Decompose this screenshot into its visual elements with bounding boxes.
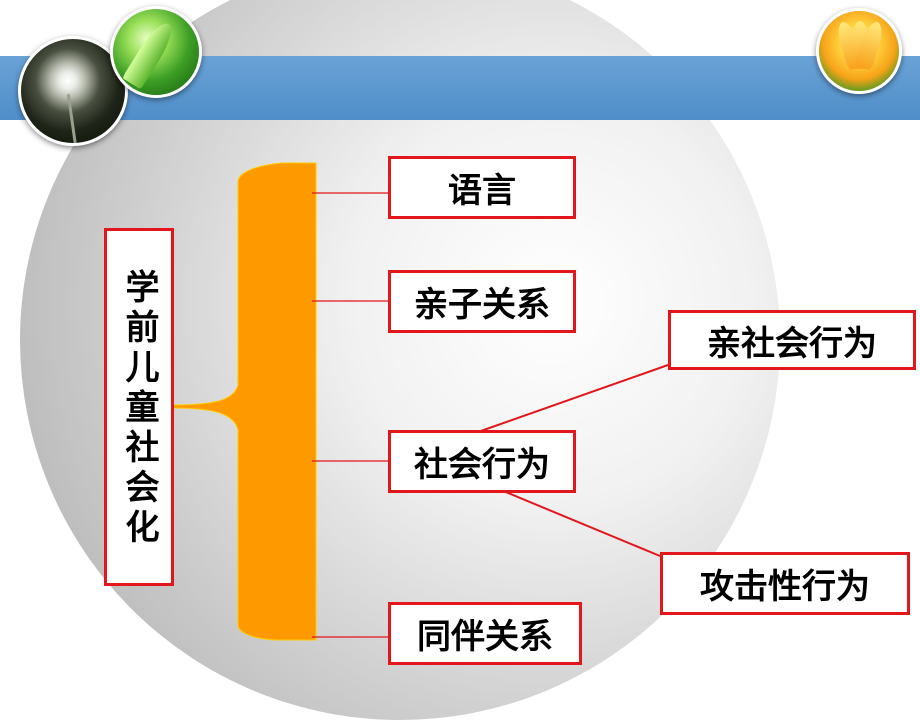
connector-qinshe bbox=[477, 364, 669, 433]
connector-layer bbox=[173, 162, 669, 641]
tulip-photo bbox=[816, 8, 902, 94]
orange-brace bbox=[173, 162, 317, 641]
sub-node-qinshe: 亲社会行为 bbox=[668, 310, 916, 370]
branch-node-shehui: 社会行为 bbox=[388, 430, 576, 493]
branch-node-yuyan: 语言 bbox=[388, 156, 576, 219]
branch-node-qinzi: 亲子关系 bbox=[388, 270, 576, 333]
branch-node-tongban: 同伴关系 bbox=[388, 602, 582, 665]
root-node: 学前儿童社会化 bbox=[104, 228, 174, 586]
sub-node-gongji: 攻击性行为 bbox=[660, 552, 910, 615]
dandelion-photo bbox=[18, 36, 128, 146]
green-leaf-photo bbox=[110, 6, 202, 98]
connector-gongji bbox=[495, 487, 661, 557]
